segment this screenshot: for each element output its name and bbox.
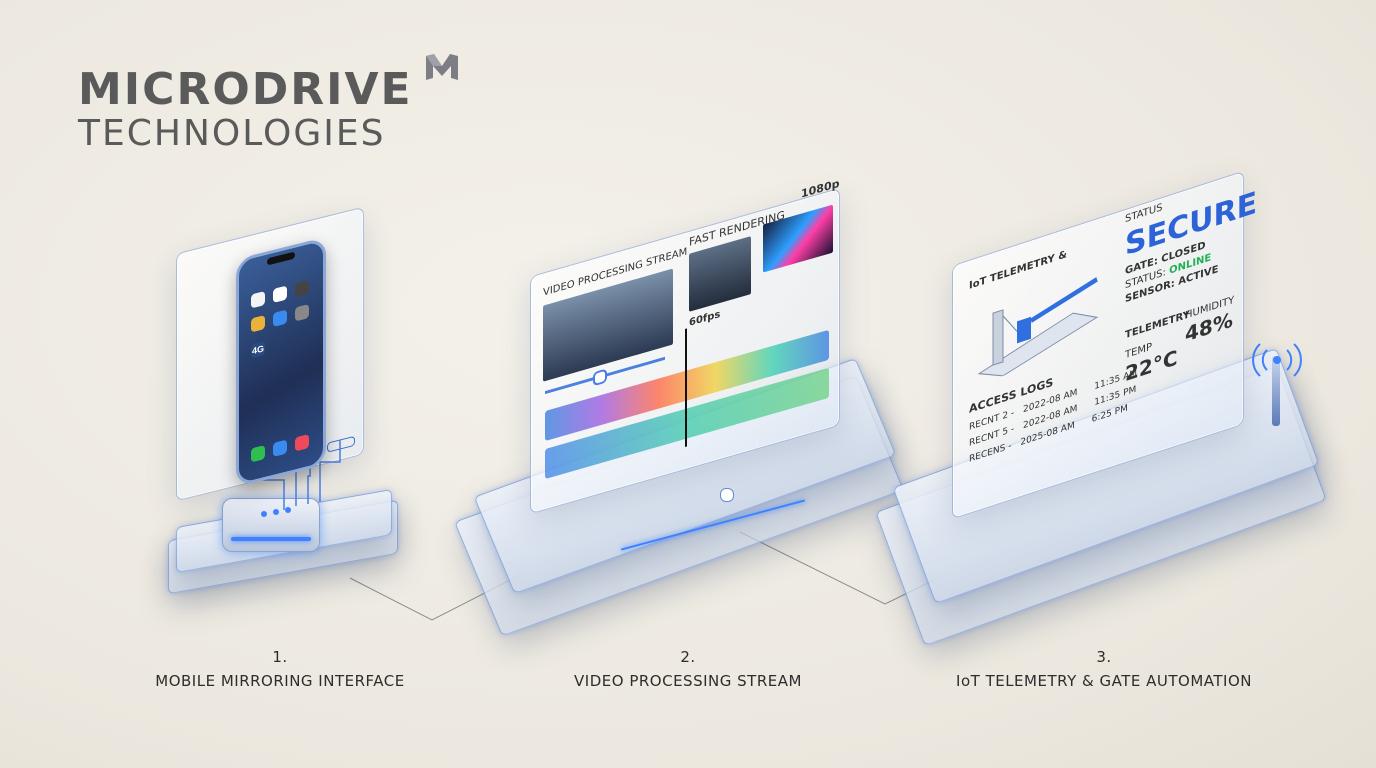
telemetry-label: TELEMETRY xyxy=(1125,309,1190,342)
brand-subtitle: TECHNOLOGIES xyxy=(78,113,386,154)
gear-icon[interactable] xyxy=(295,304,309,322)
caption-label: IoT TELEMETRY & GATE AUTOMATION xyxy=(956,672,1252,690)
calendar-icon[interactable] xyxy=(273,285,287,303)
music-icon[interactable] xyxy=(295,434,309,452)
video-base-slider-knob[interactable] xyxy=(720,488,734,502)
brand-block: MICRODRIVE TECHNOLOGIES xyxy=(78,66,413,154)
iot-glass-panel: IoT TELEMETRY & STATUS SECURE GATE: CLOS… xyxy=(952,170,1257,520)
phone-icon[interactable] xyxy=(251,444,265,463)
4g-icon[interactable]: 4G xyxy=(251,340,265,359)
playhead[interactable] xyxy=(685,328,687,447)
caption-video-processing: 2. VIDEO PROCESSING STREAM xyxy=(528,648,848,690)
brand-name: MICRODRIVE xyxy=(78,64,413,115)
app-store-icon[interactable] xyxy=(251,314,265,333)
settings-icon[interactable] xyxy=(273,309,287,327)
caption-mobile-mirroring: 1. MOBILE MIRRORING INTERFACE xyxy=(120,648,440,690)
gate-illustration xyxy=(977,277,1099,377)
wireless-signal-icon xyxy=(1252,343,1302,377)
caption-iot-telemetry: 3. IoT TELEMETRY & GATE AUTOMATION xyxy=(924,648,1284,690)
camera-icon[interactable] xyxy=(295,280,309,298)
fps-label: 60fps xyxy=(689,308,721,329)
safari-icon[interactable] xyxy=(273,439,287,457)
m-logo-icon xyxy=(426,54,458,80)
caption-label: VIDEO PROCESSING STREAM xyxy=(574,672,802,690)
phone-notch xyxy=(267,251,295,266)
caption-label: MOBILE MIRRORING INTERFACE xyxy=(155,672,405,690)
caption-number: 1. xyxy=(272,648,288,666)
scrub-knob[interactable] xyxy=(593,368,607,387)
caption-number: 2. xyxy=(680,648,696,666)
runner-thumbnail xyxy=(689,236,751,312)
antenna xyxy=(1272,356,1280,426)
caption-number: 3. xyxy=(1096,648,1112,666)
mirroring-hub-device xyxy=(222,498,320,552)
phone-mockup[interactable]: 4G xyxy=(236,236,326,488)
photos-icon[interactable] xyxy=(251,290,265,309)
